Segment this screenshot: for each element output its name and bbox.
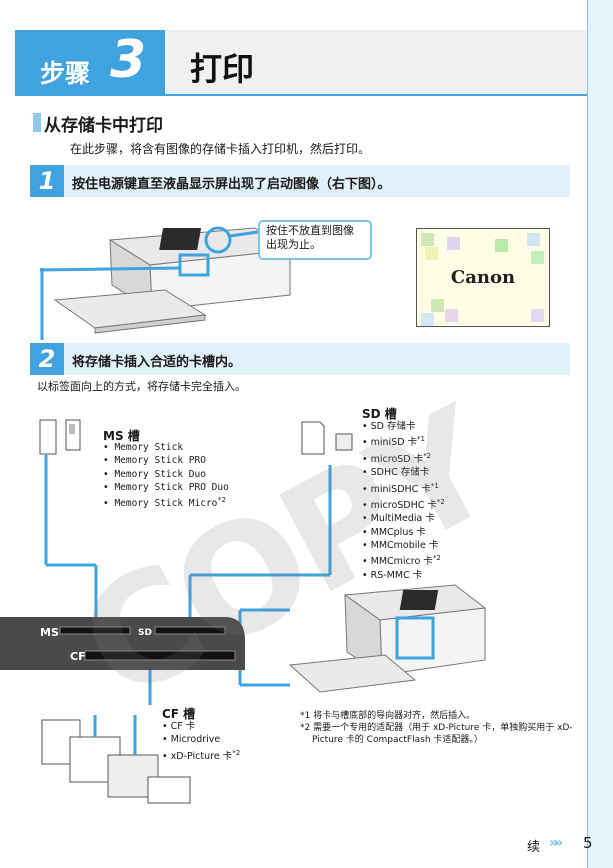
list-item: Microdrive <box>162 733 240 746</box>
list-item: microSD 卡*2 <box>362 450 445 466</box>
printer-illustration-top <box>40 226 292 340</box>
right-edge-strip <box>587 0 613 868</box>
page-title: 打印 <box>190 50 255 88</box>
continued-label: 续 <box>527 840 541 855</box>
list-item: MMCmicro 卡*2 <box>362 552 445 568</box>
ms-slot-heading: MS 槽 <box>103 429 140 443</box>
list-item: MMCmobile 卡 <box>362 539 445 552</box>
sd-slot-heading: SD 槽 <box>362 407 397 421</box>
footnote-1: *1 将卡与槽底部的导向器对齐，然后插入。 <box>300 711 476 721</box>
list-item: MultiMedia 卡 <box>362 512 445 525</box>
list-item: xD-Picture 卡*2 <box>162 747 241 763</box>
list-item: SDHC 存储卡 <box>362 466 445 479</box>
card-slot-diagram <box>0 455 332 705</box>
header-step-number: 3 <box>110 30 147 90</box>
step-1-text: 按住电源键直至液晶显示屏出现了启动图像（右下图）。 <box>72 177 391 192</box>
step-2-number: 2 <box>30 343 64 375</box>
step-1-bar: 1 按住电源键直至液晶显示屏出现了启动图像（右下图）。 <box>30 165 570 197</box>
header-underline <box>15 94 587 96</box>
step-2-bar: 2 将存储卡插入合适的卡槽内。 <box>30 343 570 375</box>
list-item: microSDHC 卡*2 <box>362 496 445 512</box>
slot-label-ms: MS <box>40 626 59 639</box>
ms-card-icons <box>39 419 81 455</box>
list-item: miniSD 卡*1 <box>362 433 445 449</box>
cf-card-list: CF 卡 Microdrive xD-Picture 卡*2 <box>162 720 241 763</box>
list-item: CF 卡 <box>162 720 240 733</box>
continued-arrow-icon: »» <box>549 835 563 851</box>
canon-logo: Canon <box>450 267 516 288</box>
slot-label-sd: SD <box>138 628 152 638</box>
cf-slot-heading: CF 槽 <box>162 707 196 721</box>
list-item: Memory Stick PRO Duo <box>103 481 228 494</box>
cf-card-icons <box>41 715 191 804</box>
printer-illustration-bottom <box>288 584 487 693</box>
header-step-block <box>15 30 165 94</box>
section-title: 从存储卡中打印 <box>44 116 163 136</box>
lcd-startup-image: Canon <box>416 228 550 327</box>
step-1-number: 1 <box>30 165 64 197</box>
list-item: Memory Stick Micro*2 <box>103 494 229 510</box>
list-item: Memory Stick <box>103 441 229 454</box>
step-2-subtext: 以标签面向上的方式，将存储卡完全插入。 <box>37 380 246 393</box>
header-step-word: 步骤 <box>40 59 91 88</box>
footnotes: *1 将卡与槽底部的导向器对齐，然后插入。 *2 需要一个专用的适配器（用于 x… <box>300 710 580 746</box>
list-item: RS-MMC 卡 <box>362 569 445 582</box>
footnote-2: *2 需要一个专用的适配器（用于 xD-Picture 卡，单独购买用于 xD-… <box>300 723 573 745</box>
section-intro: 在此步骤，将含有图像的存储卡插入打印机，然后打印。 <box>70 142 371 156</box>
header-title-block <box>165 30 587 94</box>
list-item: SD 存储卡 <box>362 420 445 433</box>
list-item: miniSDHC 卡*1 <box>362 480 445 496</box>
list-item: Memory Stick Duo <box>103 468 229 481</box>
callout-hold-button: 按住不放直到图像出现为止。 <box>258 220 372 260</box>
ms-card-list: Memory Stick Memory Stick PRO Memory Sti… <box>103 441 229 511</box>
step-2-text: 将存储卡插入合适的卡槽内。 <box>72 355 242 370</box>
slot-label-cf: CF <box>70 650 86 663</box>
page-number: 5 <box>583 834 593 852</box>
sd-card-icons <box>301 421 353 455</box>
sd-card-list: SD 存储卡 miniSD 卡*1 microSD 卡*2 SDHC 存储卡 m… <box>362 420 445 582</box>
section-marker <box>33 113 41 132</box>
right-edge-line <box>587 0 588 868</box>
list-item: MMCplus 卡 <box>362 526 445 539</box>
list-item: Memory Stick PRO <box>103 454 229 467</box>
